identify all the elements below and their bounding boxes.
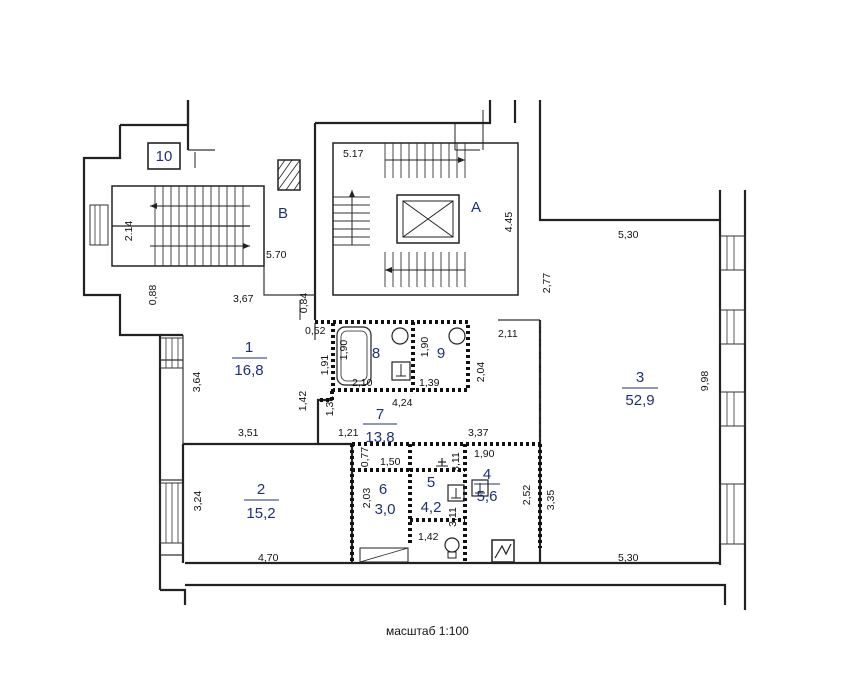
dim-517: 5.17 bbox=[343, 148, 364, 160]
dim-121: 1,21 bbox=[338, 427, 359, 439]
dimensions: 5.17 4.45 2.14 5.70 0,88 3,67 0,84 0,52 … bbox=[123, 148, 711, 564]
stairwell-a bbox=[332, 142, 519, 296]
room-2-label: 2 15,2 bbox=[244, 481, 279, 522]
room-6-label: 6 3,0 bbox=[375, 481, 396, 518]
room-number: 8 bbox=[372, 345, 380, 362]
room-1-label: 1 16,8 bbox=[232, 339, 267, 379]
room-number: 3 bbox=[636, 369, 644, 386]
dim-445: 4.45 bbox=[503, 212, 515, 233]
room-area: 15,2 bbox=[246, 505, 275, 522]
dim-998: 9,98 bbox=[699, 371, 711, 392]
dim-324: 3,24 bbox=[192, 491, 204, 512]
stairwell-b bbox=[111, 149, 315, 296]
dim-311a: 3,11 bbox=[450, 452, 462, 472]
dim-351: 3,51 bbox=[238, 427, 259, 439]
dim-150: 1,50 bbox=[380, 456, 401, 468]
room-area: 3,0 bbox=[375, 501, 396, 518]
dim-364: 3,64 bbox=[191, 372, 203, 393]
dim-131: 1,31 bbox=[324, 396, 336, 417]
room-3-label: 3 52,9 bbox=[622, 369, 658, 409]
room-area: 5,6 bbox=[477, 488, 498, 505]
windows-right bbox=[719, 235, 746, 545]
dim-570: 5.70 bbox=[266, 249, 287, 261]
dim-052: 0,52 bbox=[305, 325, 326, 337]
room-number: 2 bbox=[257, 481, 265, 498]
dim-311b: 3,11 bbox=[447, 507, 459, 527]
dim-424: 4,24 bbox=[392, 397, 413, 409]
partitions bbox=[315, 320, 542, 563]
dim-084: 0,84 bbox=[298, 293, 310, 314]
room-area: 4,2 bbox=[421, 499, 442, 516]
room-area: 52,9 bbox=[625, 392, 654, 409]
dim-470: 4,70 bbox=[258, 552, 279, 564]
dim-139: 1,39 bbox=[419, 377, 440, 389]
scale-label: масштаб 1:100 bbox=[386, 624, 469, 638]
dim-252: 2,52 bbox=[521, 485, 533, 506]
dim-214: 2.14 bbox=[123, 221, 135, 242]
room-number: 9 bbox=[437, 345, 445, 362]
dim-367: 3,67 bbox=[233, 293, 254, 305]
dim-190c: 1,90 bbox=[474, 448, 495, 460]
windows-left bbox=[89, 204, 184, 544]
dim-190a: 1,90 bbox=[338, 340, 350, 361]
stairwell-b-label: В bbox=[278, 205, 288, 222]
room-10: 10 bbox=[147, 142, 181, 170]
dim-530-bottom: 5,30 bbox=[618, 552, 639, 564]
room-number: 1 bbox=[245, 339, 253, 356]
dim-190b: 1,90 bbox=[419, 337, 431, 358]
dim-088: 0,88 bbox=[147, 285, 159, 306]
fixtures bbox=[336, 326, 515, 563]
dim-204: 2,04 bbox=[475, 362, 487, 383]
room-5-label: 5 4,2 bbox=[421, 474, 442, 516]
dim-335: 3,35 bbox=[545, 490, 557, 511]
room-4-label: 4 5,6 bbox=[474, 466, 500, 505]
room-area: 13,8 bbox=[365, 429, 394, 446]
dim-210: 2,10 bbox=[352, 377, 373, 389]
dim-191: 1,91 bbox=[319, 355, 331, 376]
room-9-label: 9 bbox=[437, 345, 445, 362]
dim-077: 0,77 bbox=[359, 447, 371, 468]
dim-530-top: 5,30 bbox=[618, 229, 639, 241]
room-number: 10 bbox=[156, 148, 173, 165]
dim-211: 2,11 bbox=[498, 328, 518, 340]
room-number: 4 bbox=[483, 466, 491, 483]
room-number: 7 bbox=[376, 406, 384, 423]
room-8-label: 8 bbox=[372, 345, 380, 362]
dim-203: 2,03 bbox=[361, 488, 373, 509]
room-7-label: 7 13,8 bbox=[363, 406, 397, 446]
room-number: 5 bbox=[427, 474, 435, 491]
dim-277: 2,77 bbox=[541, 273, 553, 294]
room-number: 6 bbox=[379, 481, 387, 498]
dim-337: 3,37 bbox=[468, 427, 489, 439]
stairwell-a-label: А bbox=[471, 199, 481, 216]
dim-142a: 1,42 bbox=[297, 391, 309, 412]
room-labels: 1 16,8 2 15,2 3 52,9 4 5,6 5 4,2 6 3,0 7 bbox=[232, 199, 658, 522]
dim-142b: 1,42 bbox=[418, 531, 439, 543]
door-marks bbox=[194, 110, 484, 320]
room-area: 16,8 bbox=[234, 362, 263, 379]
